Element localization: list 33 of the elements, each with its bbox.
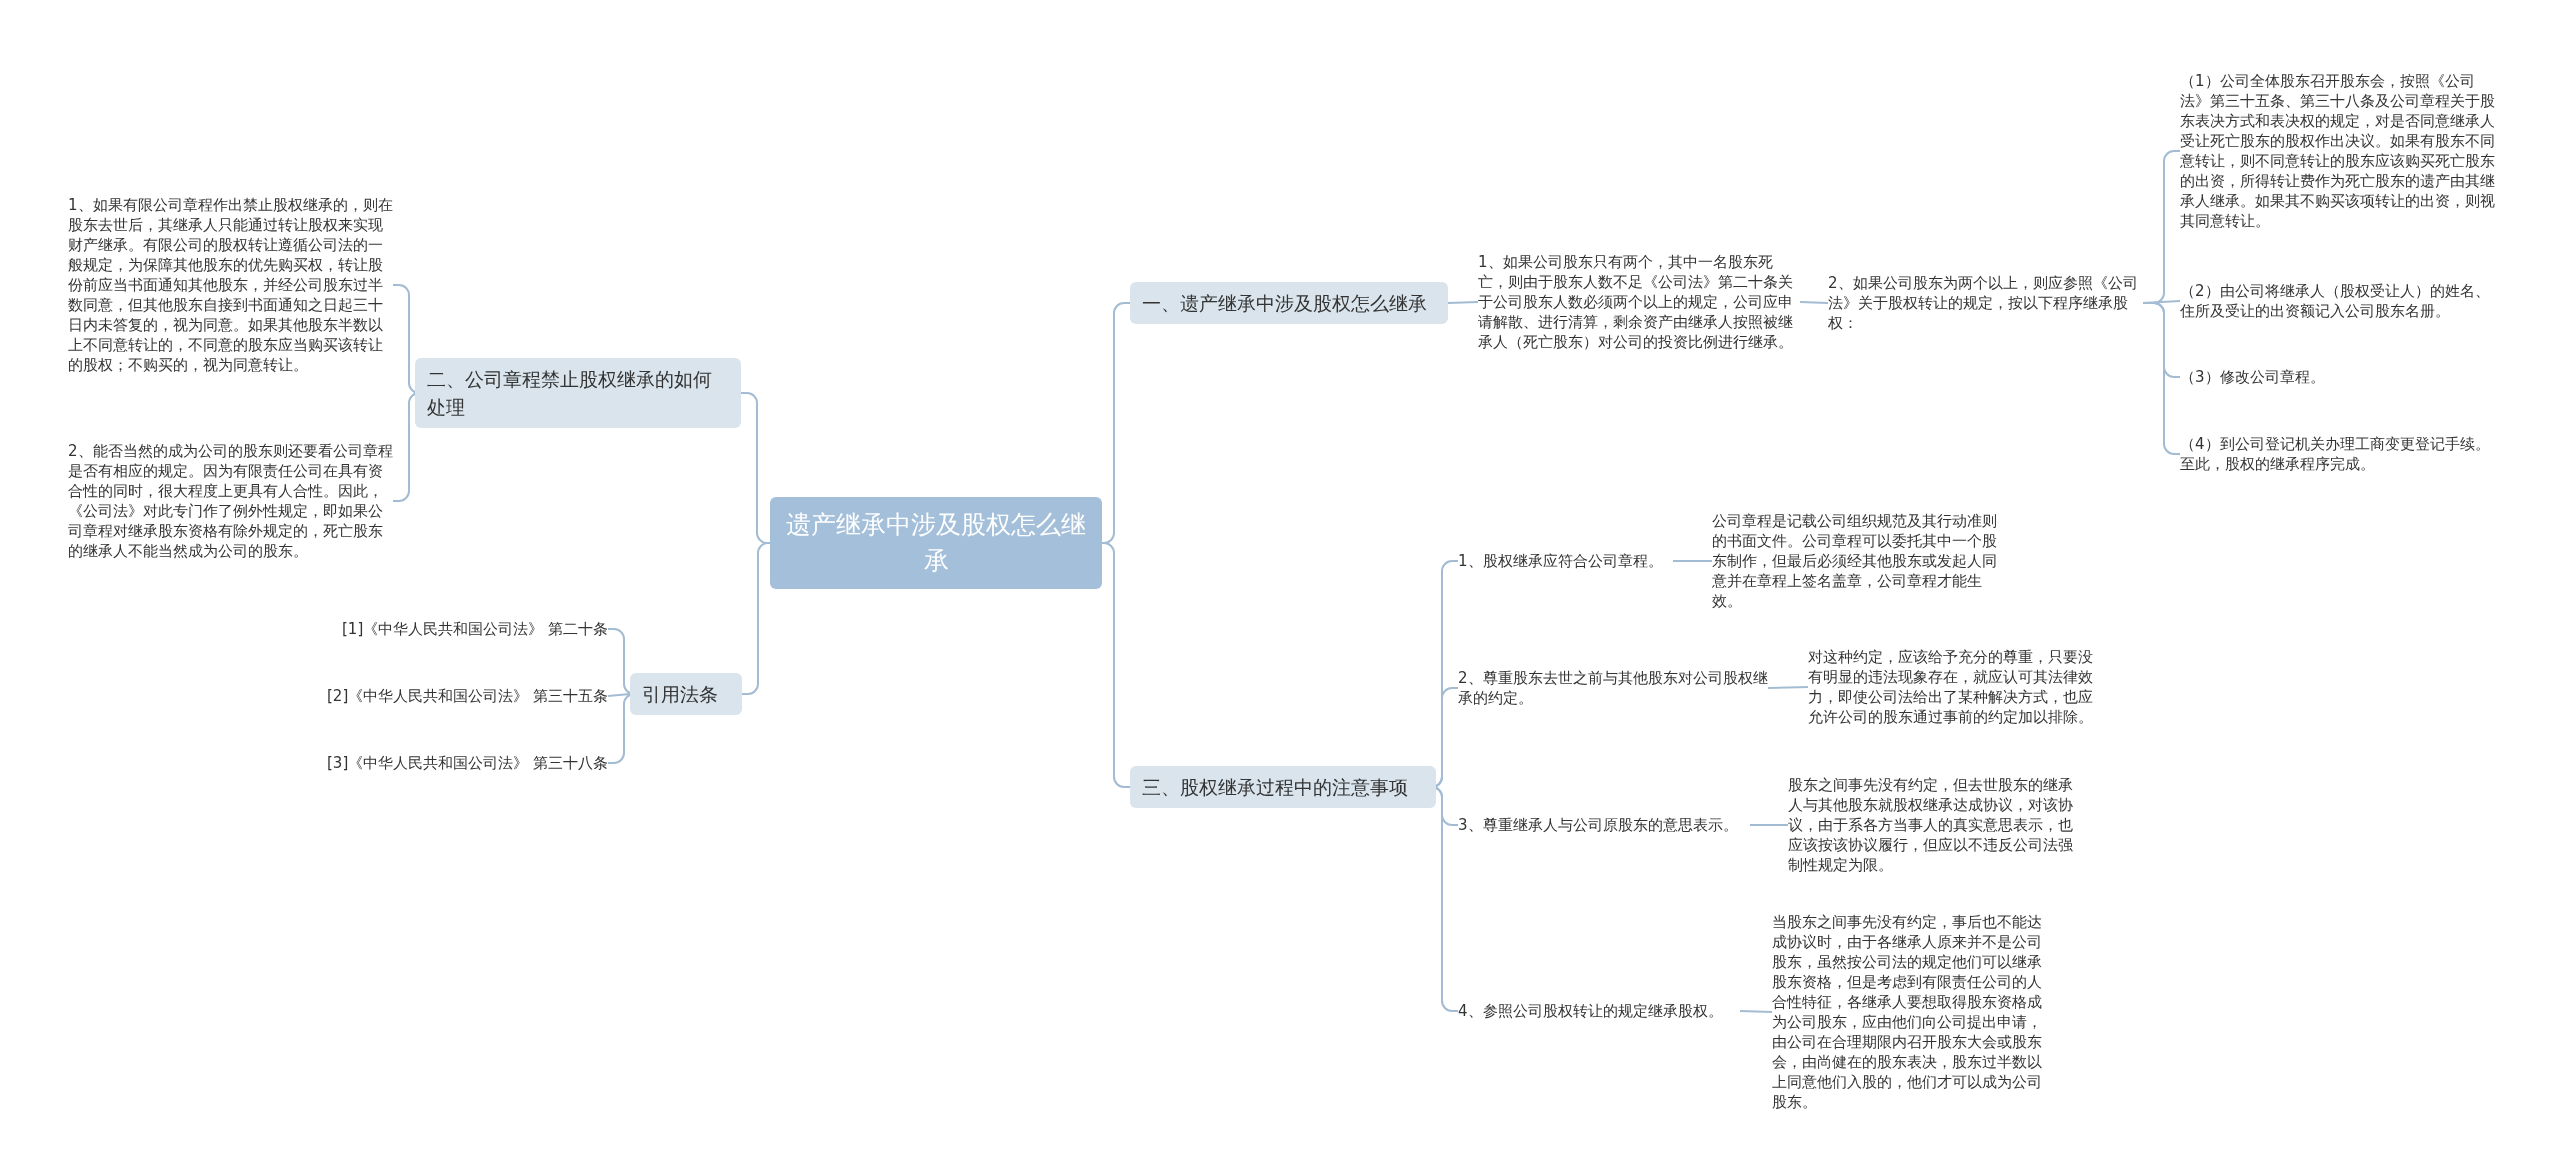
topic-text: （3）修改公司章程。 (2180, 367, 2500, 387)
central-topic-box: 遗产继承中涉及股权怎么继承 (770, 497, 1102, 589)
connector-line (1672, 560, 1713, 562)
topic-box: 三、股权继承过程中的注意事项 (1130, 766, 1436, 808)
topic-text: 3、尊重继承人与公司原股东的意思表示。 (1458, 815, 1750, 835)
topic-text: 公司章程是记载公司组织规范及其行动准则的书面文件。公司章程可以委托其中一个股东制作，但最后必须经其他股东或发起人同意并在章程上签名盖章，公司章程才能生效。 (1712, 511, 1997, 611)
connector-line (1749, 824, 1789, 826)
topic-text: 2、能否当然的成为公司的股东则还要看公司章程是否有相应的规定。因为有限责任公司在具有资合性的同时，很大程度上更具有人合性。因此，《公司法》对此专门作了例外性规定，即如果公司章程对继承股东资格有除外规定的，死亡股东的继承人不能当然成为公司的股东。 (68, 441, 393, 561)
reference-text: [1]《中华人民共和国公司法》 第二十条 (300, 619, 608, 639)
topic-box: 引用法条 (630, 673, 742, 715)
topic-text: 4、参照公司股权转让的规定继承股权。 (1458, 1001, 1740, 1021)
topic-text: 1、股权继承应符合公司章程。 (1458, 551, 1673, 571)
topic-text: 股东之间事先没有约定，但去世股东的继承人与其他股东就股权继承达成协议，对该协议，由于系各方当事人的真实意思表示，也应该按该协议履行，但应以不违反公司法强制性规定为限。 (1788, 775, 2073, 875)
topic-box: 一、遗产继承中涉及股权怎么继承 (1130, 282, 1448, 324)
topic-text: （2）由公司将继承人（股权受让人）的姓名、住所及受让的出资额记入公司股东名册。 (2180, 281, 2500, 321)
connector-line (607, 693, 631, 697)
topic-text: （4）到公司登记机关办理工商变更登记手续。至此，股权的继承程序完成。 (2180, 434, 2500, 474)
topic-text: 对这种约定，应该给予充分的尊重，只要没有明显的违法现象存在，就应认可其法律效力，即使公司法给出了某种解决方式，也应允许公司的股东通过事前的约定加以排除。 (1808, 647, 2098, 727)
reference-text: [2]《中华人民共和国公司法》 第三十五条 (300, 686, 608, 706)
topic-text: 2、尊重股东去世之前与其他股东对公司股权继承的约定。 (1458, 668, 1768, 708)
connector-line (1447, 301, 1479, 304)
topic-text: 当股东之间事先没有约定，事后也不能达成协议时，由于各继承人原来并不是公司股东，虽然按公司法的规定他们可以继承股东资格，但是考虑到有限责任公司的人合性特征，各继承人要想取得股东资格成为公司股东，应由他们向公司提出申请，由公司在合理期限内召开股东大会或股东会，由尚健在的股东表决，股东过半数以上同意他们入股的，他们才可以成为公司股东。 (1772, 912, 2047, 1112)
topic-text: （1）公司全体股东召开股东会，按照《公司法》第三十五条、第三十八条及公司章程关于股东表决方式和表决权的规定，对是否同意继承人受让死亡股东的股权作出决议。如果有股东不同意转让，则不同意转让的股东应该购买死亡股东的出资，所得转让费作为死亡股东的遗产由其继承人继承。如果其不购买该项转让的出资，则视其同意转让。 (2180, 71, 2500, 231)
topic-box: 二、公司章程禁止股权继承的如何处理 (415, 358, 741, 428)
connector-line (741, 542, 771, 695)
reference-text: [3]《中华人民共和国公司法》 第三十八条 (300, 753, 608, 773)
connector-line (1739, 1010, 1773, 1013)
connector-line (1101, 542, 1131, 788)
connector-line (1767, 686, 1809, 689)
connector-line (1799, 301, 1829, 304)
topic-text: 1、如果有限公司章程作出禁止股权继承的，则在股东去世后，其继承人只能通过转让股权来实现财产继承。有限公司的股权转让遵循公司法的一般规定，为保障其他股东的优先购买权，转让股份前应当书面通知其他股东，并经公司股东过半数同意，但其他股东自接到书面通知之日起三十日内未答复的，视为同意。如果其他股东半数以上不同意转让的，不同意的股东应当购买该转让的股权；不购买的，视为同意转让。 (68, 195, 393, 375)
topic-text: 2、如果公司股东为两个以上，则应参照《公司法》关于股权转让的规定，按以下程序继承股权： (1828, 273, 2143, 333)
topic-text: 1、如果公司股东只有两个，其中一名股东死亡，则由于股东人数不足《公司法》第二十条关于公司股东人数必须两个以上的规定，公司应申请解散、进行清算，剩余资产由继承人按照被继承人（死亡股东）对公司的投资比例进行继承。 (1478, 252, 1800, 352)
